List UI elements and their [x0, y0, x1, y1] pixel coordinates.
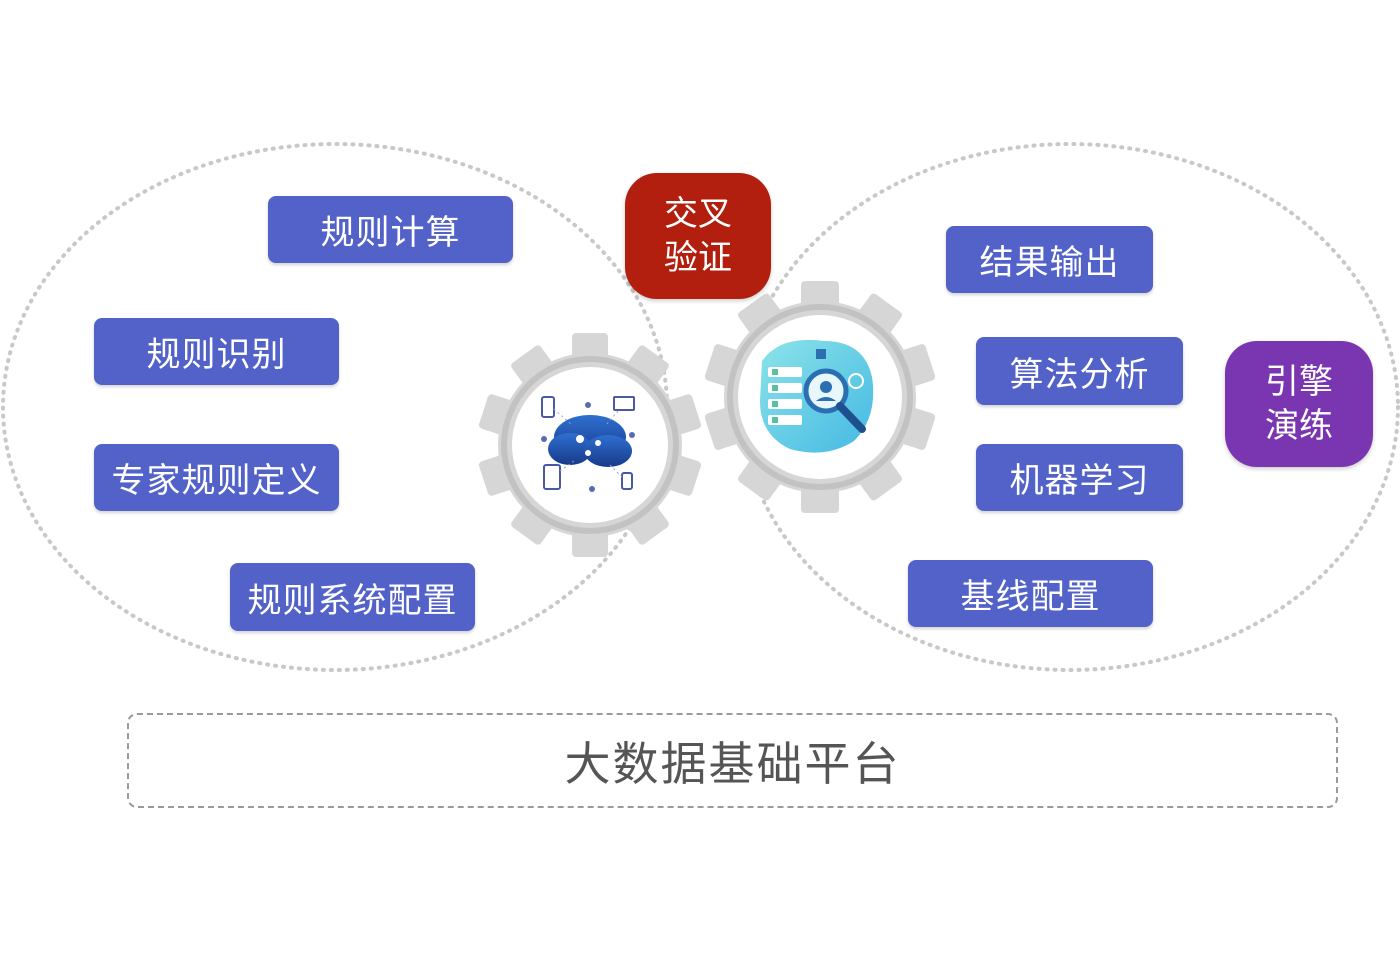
cross-validation-badge: 交叉 验证 — [625, 173, 771, 299]
cloud-devices-icon — [541, 396, 635, 492]
left-item-rule-system-config: 规则系统配置 — [230, 563, 475, 631]
right-item-baseline-config: 基线配置 — [908, 560, 1153, 627]
left-item-rule-compute: 规则计算 — [268, 196, 513, 263]
gear-left — [478, 333, 702, 557]
right-item-algorithm-analysis: 算法分析 — [976, 337, 1183, 405]
engine-drill-badge: 引擎 演练 — [1225, 341, 1373, 467]
right-item-machine-learning: 机器学习 — [976, 444, 1183, 511]
cross-validation-line2: 验证 — [664, 238, 732, 278]
search-analytics-icon — [760, 339, 874, 453]
left-item-expert-rule-definition: 专家规则定义 — [94, 444, 339, 511]
engine-drill-line2: 演练 — [1265, 406, 1333, 446]
left-item-rule-recognition: 规则识别 — [94, 318, 339, 385]
platform-label: 大数据基础平台 — [564, 736, 901, 791]
right-item-result-output: 结果输出 — [946, 226, 1153, 293]
engine-drill-line1: 引擎 — [1265, 362, 1333, 402]
gear-right — [704, 281, 936, 513]
big-data-platform-box: 大数据基础平台 — [127, 713, 1338, 808]
cross-validation-line1: 交叉 — [664, 194, 732, 234]
